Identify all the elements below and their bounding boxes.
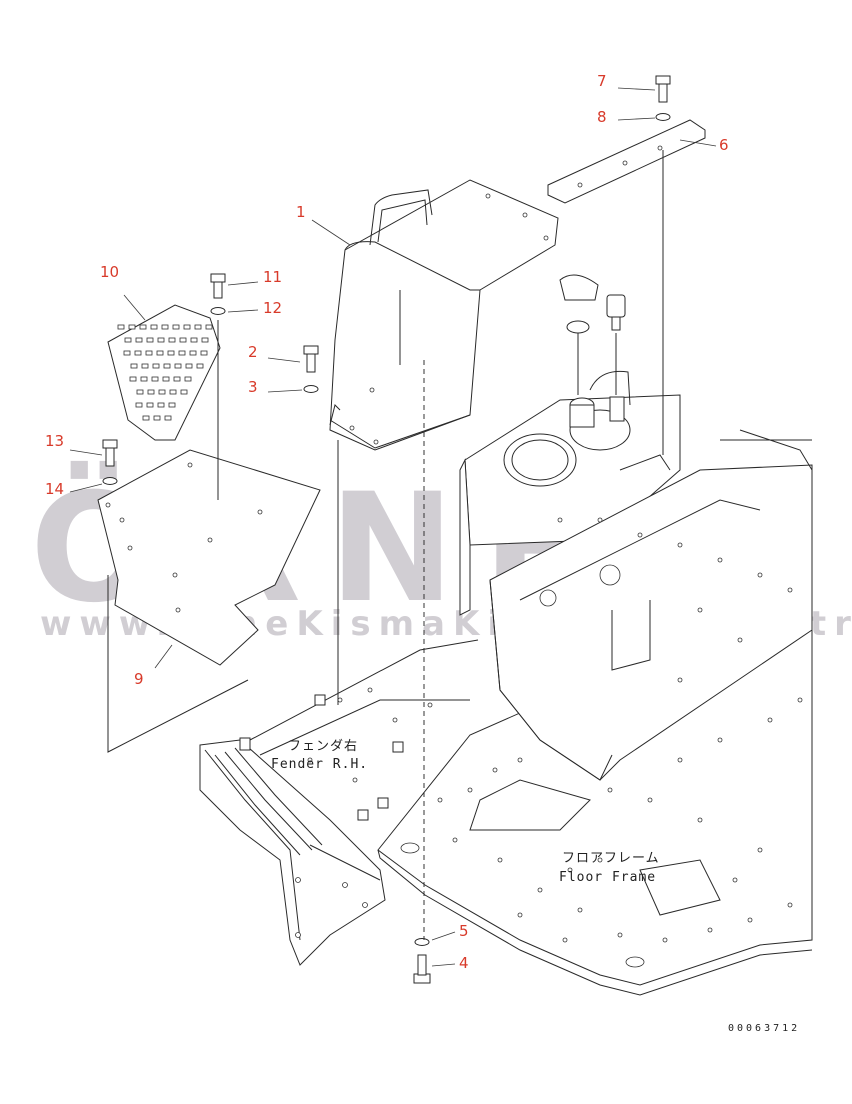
part-8-washer (655, 113, 671, 121)
perforation-slot (134, 350, 142, 356)
captions: フェンダ右 Fender R.H. フロアフレーム Floor Frame (271, 739, 660, 885)
part-3-washer (303, 385, 319, 393)
perforation-slot (172, 324, 180, 330)
perforation-slot (157, 337, 165, 343)
perforation-slot (183, 324, 191, 330)
perforation-slot (152, 363, 160, 369)
part-10-plate (107, 304, 221, 441)
perforation-slot (150, 324, 158, 330)
perforation-slot (151, 376, 159, 382)
perforation-slot (117, 324, 125, 330)
callout-10: 10 (100, 263, 119, 281)
perforation-slot (124, 337, 132, 343)
perforation-slot (189, 350, 197, 356)
perforation-slot (135, 337, 143, 343)
perforation-slot (141, 363, 149, 369)
perforation-slot (146, 337, 154, 343)
part-7-bolt (655, 75, 671, 103)
floor-plate-left (249, 639, 479, 821)
perforation-slot (185, 363, 193, 369)
perforation-slot (136, 389, 144, 395)
callout-7: 7 (597, 72, 607, 90)
part-12-washer (210, 307, 226, 315)
callout-4: 4 (459, 954, 469, 972)
perforation-slot (173, 376, 181, 382)
perforation-slot (190, 337, 198, 343)
perforation-slot (129, 376, 137, 382)
perforation-slot (168, 402, 176, 408)
document-number: 00063712 (728, 1023, 800, 1034)
part-4-bolt (413, 954, 431, 984)
perforation-slot (135, 402, 143, 408)
perforation-slot (194, 324, 202, 330)
callouts: 1 2 3 4 5 6 7 8 9 10 11 12 13 14 (45, 72, 729, 972)
part-9-plate (97, 449, 321, 753)
part-1-cover (329, 179, 559, 451)
perforation-slot (156, 350, 164, 356)
floor-caption-en: Floor Frame (559, 870, 656, 885)
callout-13: 13 (45, 432, 64, 450)
part-14-washer (102, 477, 118, 485)
perforation-slot (168, 337, 176, 343)
perforation-slot (163, 363, 171, 369)
callout-5: 5 (459, 922, 469, 940)
perforation-slot (200, 350, 208, 356)
floor-holes (437, 697, 803, 943)
callout-14: 14 (45, 480, 64, 498)
perforation-slot (162, 376, 170, 382)
perforation-slot (142, 415, 150, 421)
perforation-slot (123, 350, 131, 356)
perforation-slot (139, 324, 147, 330)
perforation-slot (178, 350, 186, 356)
perforation-slot (161, 324, 169, 330)
part-13-bolt (102, 439, 118, 467)
fender-caption-jp: フェンダ右 (288, 739, 358, 754)
plate-perforations (117, 324, 213, 421)
perforation-slot (145, 350, 153, 356)
perforation-slot (180, 389, 188, 395)
callout-9: 9 (134, 670, 144, 688)
assembly-lines (217, 320, 425, 940)
cap-parts (559, 150, 664, 455)
callout-2: 2 (248, 343, 258, 361)
leader-lines (69, 87, 717, 967)
perforation-slot (174, 363, 182, 369)
part-2-bolt (303, 345, 319, 373)
callout-3: 3 (248, 378, 258, 396)
callout-8: 8 (597, 108, 607, 126)
perforation-slot (147, 389, 155, 395)
perforation-slot (146, 402, 154, 408)
fender-caption-en: Fender R.H. (271, 757, 368, 772)
perforation-slot (167, 350, 175, 356)
perforation-slot (184, 376, 192, 382)
perforation-slot (164, 415, 172, 421)
fender-rh (199, 737, 386, 966)
perforation-slot (158, 389, 166, 395)
perforation-slot (128, 324, 136, 330)
perforation-slot (157, 402, 165, 408)
perforation-slot (153, 415, 161, 421)
floor-caption-jp: フロアフレーム (562, 851, 660, 866)
tank-structure (459, 370, 813, 781)
perforation-slot (169, 389, 177, 395)
callout-6: 6 (719, 136, 729, 154)
perforation-slot (201, 337, 209, 343)
callout-11: 11 (263, 268, 282, 286)
perforation-slot (205, 324, 213, 330)
perforation-slot (196, 363, 204, 369)
part-6-bracket (547, 119, 706, 204)
perforation-slot (140, 376, 148, 382)
part-5-washer (414, 938, 430, 946)
callout-12: 12 (263, 299, 282, 317)
part-11-bolt (210, 273, 226, 299)
perforation-slot (130, 363, 138, 369)
perforation-slot (179, 337, 187, 343)
callout-1: 1 (296, 203, 306, 221)
